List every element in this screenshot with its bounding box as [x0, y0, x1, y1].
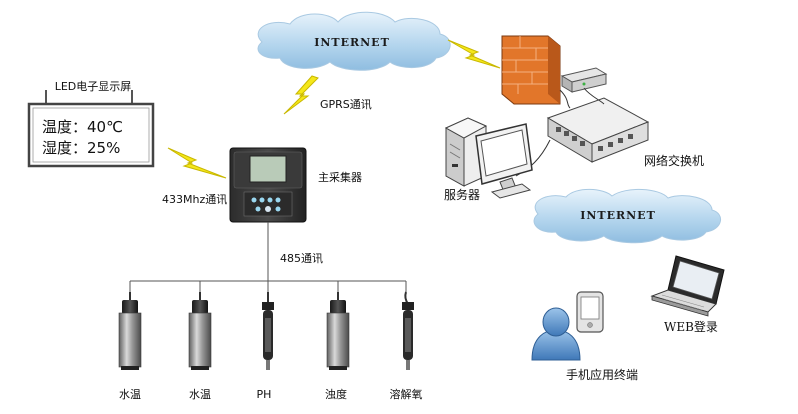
- led-display-title: LED电子显示屏: [55, 80, 132, 93]
- server-label: 服务器: [444, 187, 480, 202]
- lightning-icon: [167, 147, 227, 179]
- water-temperature-sensor: 水温: [188, 292, 212, 401]
- ph-sensor: PH: [257, 292, 274, 401]
- sensor-label: 浊度: [325, 387, 347, 401]
- sensor-label: 水温: [189, 388, 211, 401]
- 485-label: 485通讯: [280, 252, 323, 265]
- dissolved-oxygen-sensor: 溶解氧: [390, 291, 423, 401]
- internet-label-top: INTERNET: [314, 36, 390, 49]
- led-temperature-reading: 温度：40℃: [42, 118, 123, 136]
- monitor-icon: [475, 123, 533, 199]
- gprs-label: GPRS通讯: [320, 98, 372, 111]
- sensor-label: 水温: [119, 388, 141, 401]
- user-icon: [531, 307, 581, 361]
- server-icon: [444, 117, 488, 187]
- led-display: LED电子显示屏 温度：40℃ 湿度：25%: [27, 80, 155, 168]
- sensor-bus: [129, 222, 407, 292]
- lightning-icon: [283, 75, 319, 115]
- web-login-label: WEB登录: [664, 319, 718, 334]
- collector-label: 主采集器: [318, 170, 362, 184]
- lightning-icon: [447, 39, 501, 69]
- mobile-phone-icon: [576, 291, 604, 333]
- router-icon: [560, 67, 608, 93]
- internet-cloud-top: INTERNET: [257, 11, 451, 71]
- mobile-terminal-label: 手机应用终端: [566, 367, 638, 382]
- turbidity-sensor: 浊度: [325, 292, 350, 401]
- led-humidity-reading: 湿度：25%: [42, 139, 120, 157]
- network-switch-icon: 网络交换机: [546, 97, 704, 168]
- main-collector: 主采集器: [229, 147, 362, 223]
- internet-cloud-bottom: INTERNET: [533, 188, 721, 244]
- internet-label-bottom: INTERNET: [580, 209, 656, 222]
- water-temperature-sensor: 水温: [118, 292, 142, 401]
- sensor-label: PH: [257, 388, 272, 401]
- firewall-icon: [501, 35, 561, 105]
- sensor-label: 溶解氧: [390, 387, 423, 401]
- laptop-icon: [650, 255, 725, 317]
- 433mhz-label: 433Mhz通讯: [162, 193, 227, 206]
- switch-label: 网络交换机: [644, 153, 704, 168]
